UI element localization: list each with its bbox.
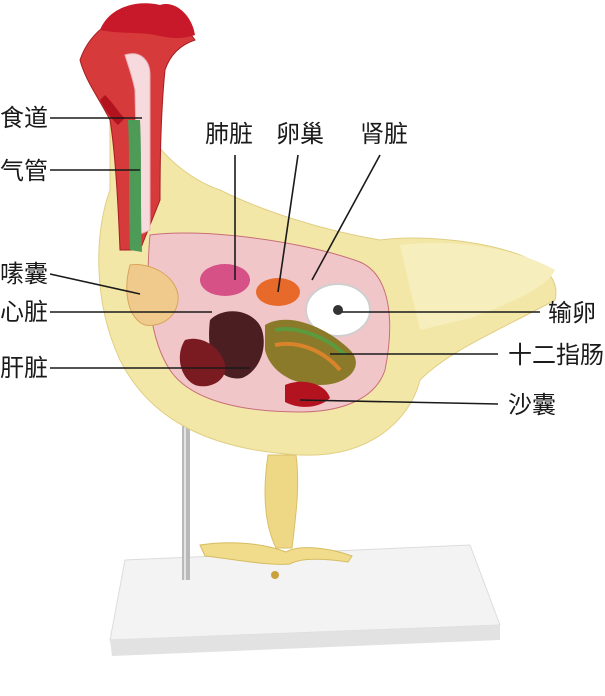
trachea (128, 120, 142, 252)
label-trachea: 气管 (0, 157, 48, 185)
label-liver: 肝脏 (0, 354, 48, 382)
display-base (109, 544, 501, 656)
lung (200, 264, 250, 296)
label-lung: 肺脏 (205, 120, 253, 148)
comb (100, 3, 195, 39)
label-gizzard: 沙囊 (508, 391, 556, 419)
intestines (265, 319, 356, 385)
label-kidney: 肾脏 (360, 120, 408, 148)
label-crop: 嗉囊 (0, 260, 48, 288)
label-duodenum: 十二指肠 (508, 341, 604, 369)
head-neck (79, 3, 196, 252)
pointer-lines (49, 117, 540, 405)
label-ovary: 卵巢 (276, 120, 324, 148)
liver (179, 338, 226, 387)
label-oviduct: 输卵 (548, 299, 596, 327)
leg (199, 454, 353, 579)
label-heart: 心脏 (0, 298, 48, 326)
label-esophagus: 食道 (0, 104, 48, 132)
